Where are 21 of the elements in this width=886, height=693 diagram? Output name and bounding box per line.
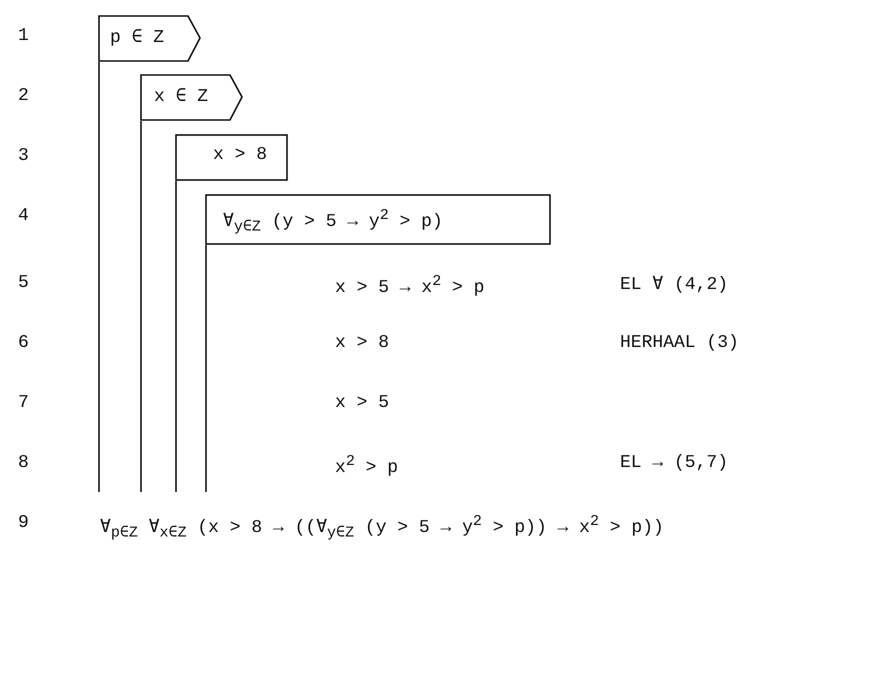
line-number: 2: [18, 86, 29, 106]
line-number: 1: [18, 26, 29, 46]
line-number: 8: [18, 453, 29, 473]
formula: x > 5: [335, 393, 390, 413]
justification: HERHAAL (3): [620, 333, 739, 353]
line-number: 6: [18, 333, 29, 353]
formula: p ∈ Z: [110, 27, 164, 48]
justification: EL → (5,7): [620, 453, 728, 473]
formula: x$^{2}$ > p: [335, 453, 398, 478]
formula: ∀$_{y∈Z}$ (y > 5 → y$^{2}$ > p): [223, 207, 443, 236]
line-number: 5: [18, 273, 29, 293]
formula: x ∈ Z: [154, 86, 208, 107]
formula: x > 8: [335, 333, 390, 353]
justification: EL ∀ (4,2): [620, 274, 728, 295]
formula: x > 5 → x$^{2}$ > p: [335, 273, 484, 298]
formula: x > 8: [213, 145, 268, 165]
line-number: 7: [18, 393, 29, 413]
line-number: 9: [18, 513, 29, 533]
formula: ∀$_{p∈Z}$ ∀$_{x∈Z}$ (x > 8 → ((∀$_{y∈Z}$ (y > 5 → y$^{2}$ > p)) → x$^{2}$ > p)): [100, 513, 664, 542]
line-number: 3: [18, 146, 29, 166]
line-number: 4: [18, 206, 29, 226]
